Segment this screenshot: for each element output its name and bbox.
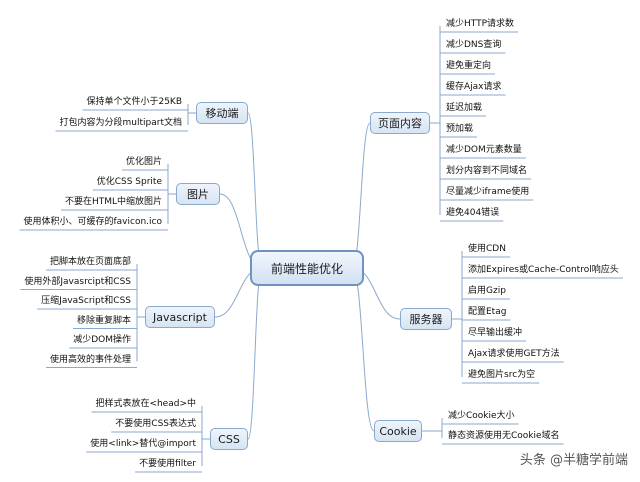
leaf-server-4[interactable]: 尽早输出缓冲 — [468, 328, 523, 338]
leaf-javascript-5[interactable]: 使用高效的事件处理 — [49, 354, 131, 365]
leaf-javascript-2[interactable]: 压缩JavaScript和CSS — [41, 296, 131, 306]
leaf-page-7[interactable]: 划分内容到不同域名 — [446, 166, 528, 176]
leaf-css-2[interactable]: 使用<link>替代@import — [90, 439, 196, 449]
leaf-page-2[interactable]: 避免重定向 — [446, 61, 492, 71]
leaf-server-3[interactable]: 配置Etag — [468, 307, 507, 317]
leaf-server-2[interactable]: 启用Gzip — [468, 286, 506, 296]
watermark: 头条 @半糖学前端 — [519, 453, 628, 468]
leaf-javascript-3[interactable]: 移除重复脚本 — [76, 315, 131, 326]
leaf-page-5[interactable]: 预加载 — [446, 124, 474, 134]
connector-page — [351, 122, 371, 269]
branch-server[interactable]: 服务器 — [400, 308, 452, 330]
leaf-server-5[interactable]: Ajax请求使用GET方法 — [468, 349, 560, 359]
leaf-mobile-1[interactable]: 打包内容为分段multipart文档 — [59, 118, 182, 128]
connector-cookie — [351, 267, 375, 432]
leaf-page-0[interactable]: 减少HTTP请求数 — [446, 19, 515, 29]
leaf-cookie-1[interactable]: 静态资源使用无Cookie域名 — [448, 431, 560, 441]
leaf-image-0[interactable]: 优化图片 — [125, 157, 162, 167]
leaf-server-6[interactable]: 避免图片src为空 — [468, 370, 536, 380]
leaf-image-1[interactable]: 优化CSS Sprite — [96, 177, 162, 187]
leaf-css-3[interactable]: 不要使用filter — [139, 459, 196, 469]
leaf-page-8[interactable]: 尽量减少iframe使用 — [446, 187, 530, 197]
leaf-mobile-0[interactable]: 保持单个文件小于25KB — [86, 97, 182, 107]
center-topic[interactable]: 前端性能优化 — [250, 250, 364, 286]
leaf-javascript-4[interactable]: 减少DOM操作 — [73, 335, 131, 345]
leaf-page-4[interactable]: 延迟加载 — [446, 103, 483, 113]
leaf-server-0[interactable]: 使用CDN — [468, 244, 506, 254]
branch-cookie[interactable]: Cookie — [374, 420, 422, 442]
branch-javascript[interactable]: Javascript — [145, 306, 215, 328]
branch-mobile[interactable]: 移动端 — [196, 102, 248, 124]
leaf-javascript-1[interactable]: 使用外部Javasrcipt和CSS — [24, 276, 131, 287]
leaf-page-1[interactable]: 减少DNS查询 — [446, 40, 502, 50]
connector-mobile — [247, 112, 263, 269]
leaf-image-2[interactable]: 不要在HTML中缩放图片 — [64, 197, 162, 207]
branch-page[interactable]: 页面内容 — [370, 112, 430, 134]
leaf-javascript-0[interactable]: 把脚本放在页面底部 — [49, 257, 131, 267]
leaf-cookie-0[interactable]: 减少Cookie大小 — [448, 411, 515, 421]
leaf-css-0[interactable]: 把样式表放在<head>中 — [95, 399, 196, 409]
branch-image[interactable]: 图片 — [176, 183, 220, 205]
leaf-page-6[interactable]: 减少DOM元素数量 — [446, 145, 522, 155]
connector-css — [247, 267, 263, 440]
leaf-image-3[interactable]: 使用体积小、可缓存的favicon.ico — [23, 217, 163, 227]
leaf-server-1[interactable]: 添加Expires或Cache-Control响应头 — [468, 265, 619, 275]
branch-css[interactable]: CSS — [210, 428, 248, 450]
leaf-page-3[interactable]: 缓存Ajax请求 — [446, 82, 502, 92]
leaf-page-9[interactable]: 避免404错误 — [446, 208, 500, 218]
leaf-css-1[interactable]: 不要使用CSS表达式 — [115, 419, 196, 429]
